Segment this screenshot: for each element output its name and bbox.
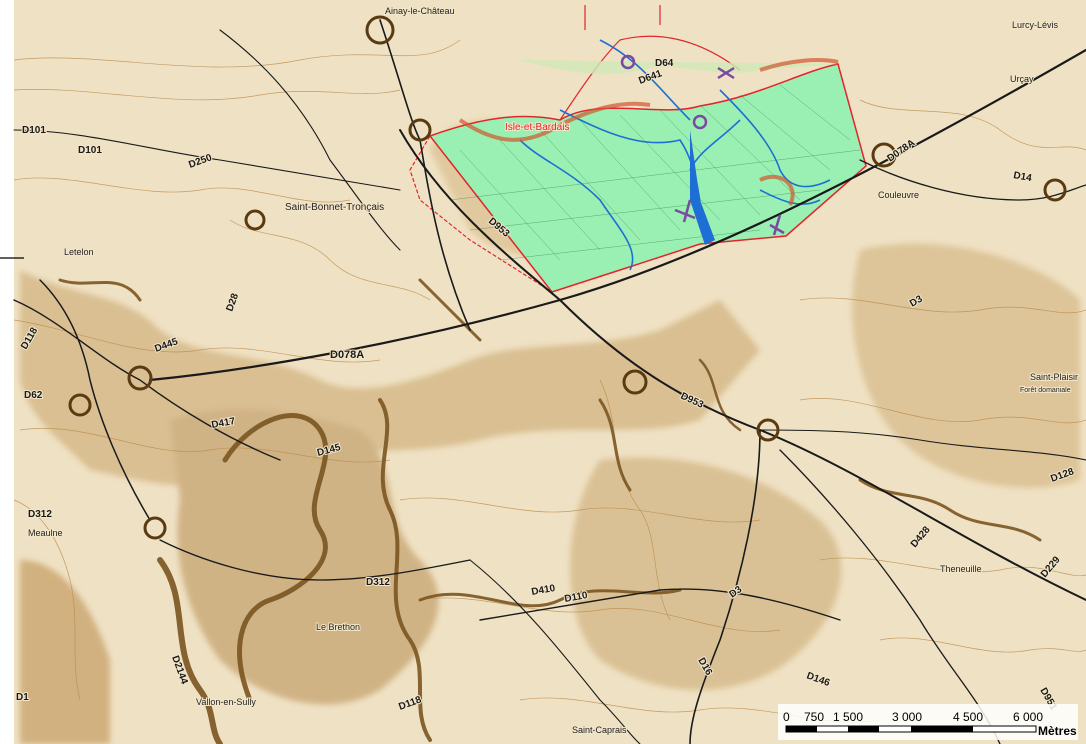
scale-tick-label: 1 500 — [833, 710, 863, 724]
road-label: D14 — [1012, 170, 1032, 184]
place-label: Letelon — [64, 247, 94, 257]
left-margin — [0, 0, 14, 744]
road-label: D312 — [28, 509, 52, 520]
place-label: Lurcy-Lévis — [1012, 20, 1059, 30]
scale-tick-label: 750 — [804, 710, 824, 724]
forest-area — [428, 5, 867, 293]
scale-unit: Mètres — [1038, 724, 1077, 738]
place-label: Saint-Bonnet-Tronçais — [285, 202, 384, 213]
scale-tick-label: 3 000 — [892, 710, 922, 724]
place-label: Saint-Caprais — [572, 725, 627, 735]
road-label: D110 — [564, 590, 589, 605]
road-label: D312 — [366, 577, 390, 588]
road-label: D64 — [655, 58, 674, 69]
place-label: Meaulne — [28, 528, 63, 538]
place-label: Urçay — [1010, 74, 1034, 84]
road-label: D101 — [22, 125, 46, 136]
road-label: D101 — [78, 145, 102, 156]
scale-tick-label: 4 500 — [953, 710, 983, 724]
road-label: D62 — [24, 390, 43, 401]
commune-boundary — [409, 135, 553, 293]
road-label: D410 — [531, 583, 557, 598]
scale-tick-label: 0 — [783, 710, 790, 724]
scale-bar: 0 750 1 500 3 000 4 500 6 000 Mètres — [778, 704, 1078, 740]
place-label: Le Brethon — [316, 622, 360, 632]
place-label: Isle-et-Bardais — [505, 122, 569, 133]
road-label: D078A — [330, 349, 364, 361]
place-label: Vallon-en-Sully — [196, 697, 256, 707]
junction-symbols — [68, 15, 1067, 540]
scale-tick-label: 6 000 — [1013, 710, 1043, 724]
road-label: D417 — [211, 416, 237, 431]
escarpment-ridges — [58, 278, 1042, 744]
place-label: Theneuille — [940, 564, 982, 574]
road-label: D1 — [16, 692, 29, 703]
place-labels: Isle-et-Bardais Saint-Bonnet-Tronçais Co… — [27, 5, 1079, 736]
place-label: Saint-Plaisir — [1030, 372, 1078, 382]
place-label: Ainay-le-Château — [385, 6, 455, 16]
place-label: Couleuvre — [878, 190, 919, 200]
place-label: Forêt domaniale — [1020, 387, 1071, 394]
heritage-symbols — [620, 54, 785, 236]
